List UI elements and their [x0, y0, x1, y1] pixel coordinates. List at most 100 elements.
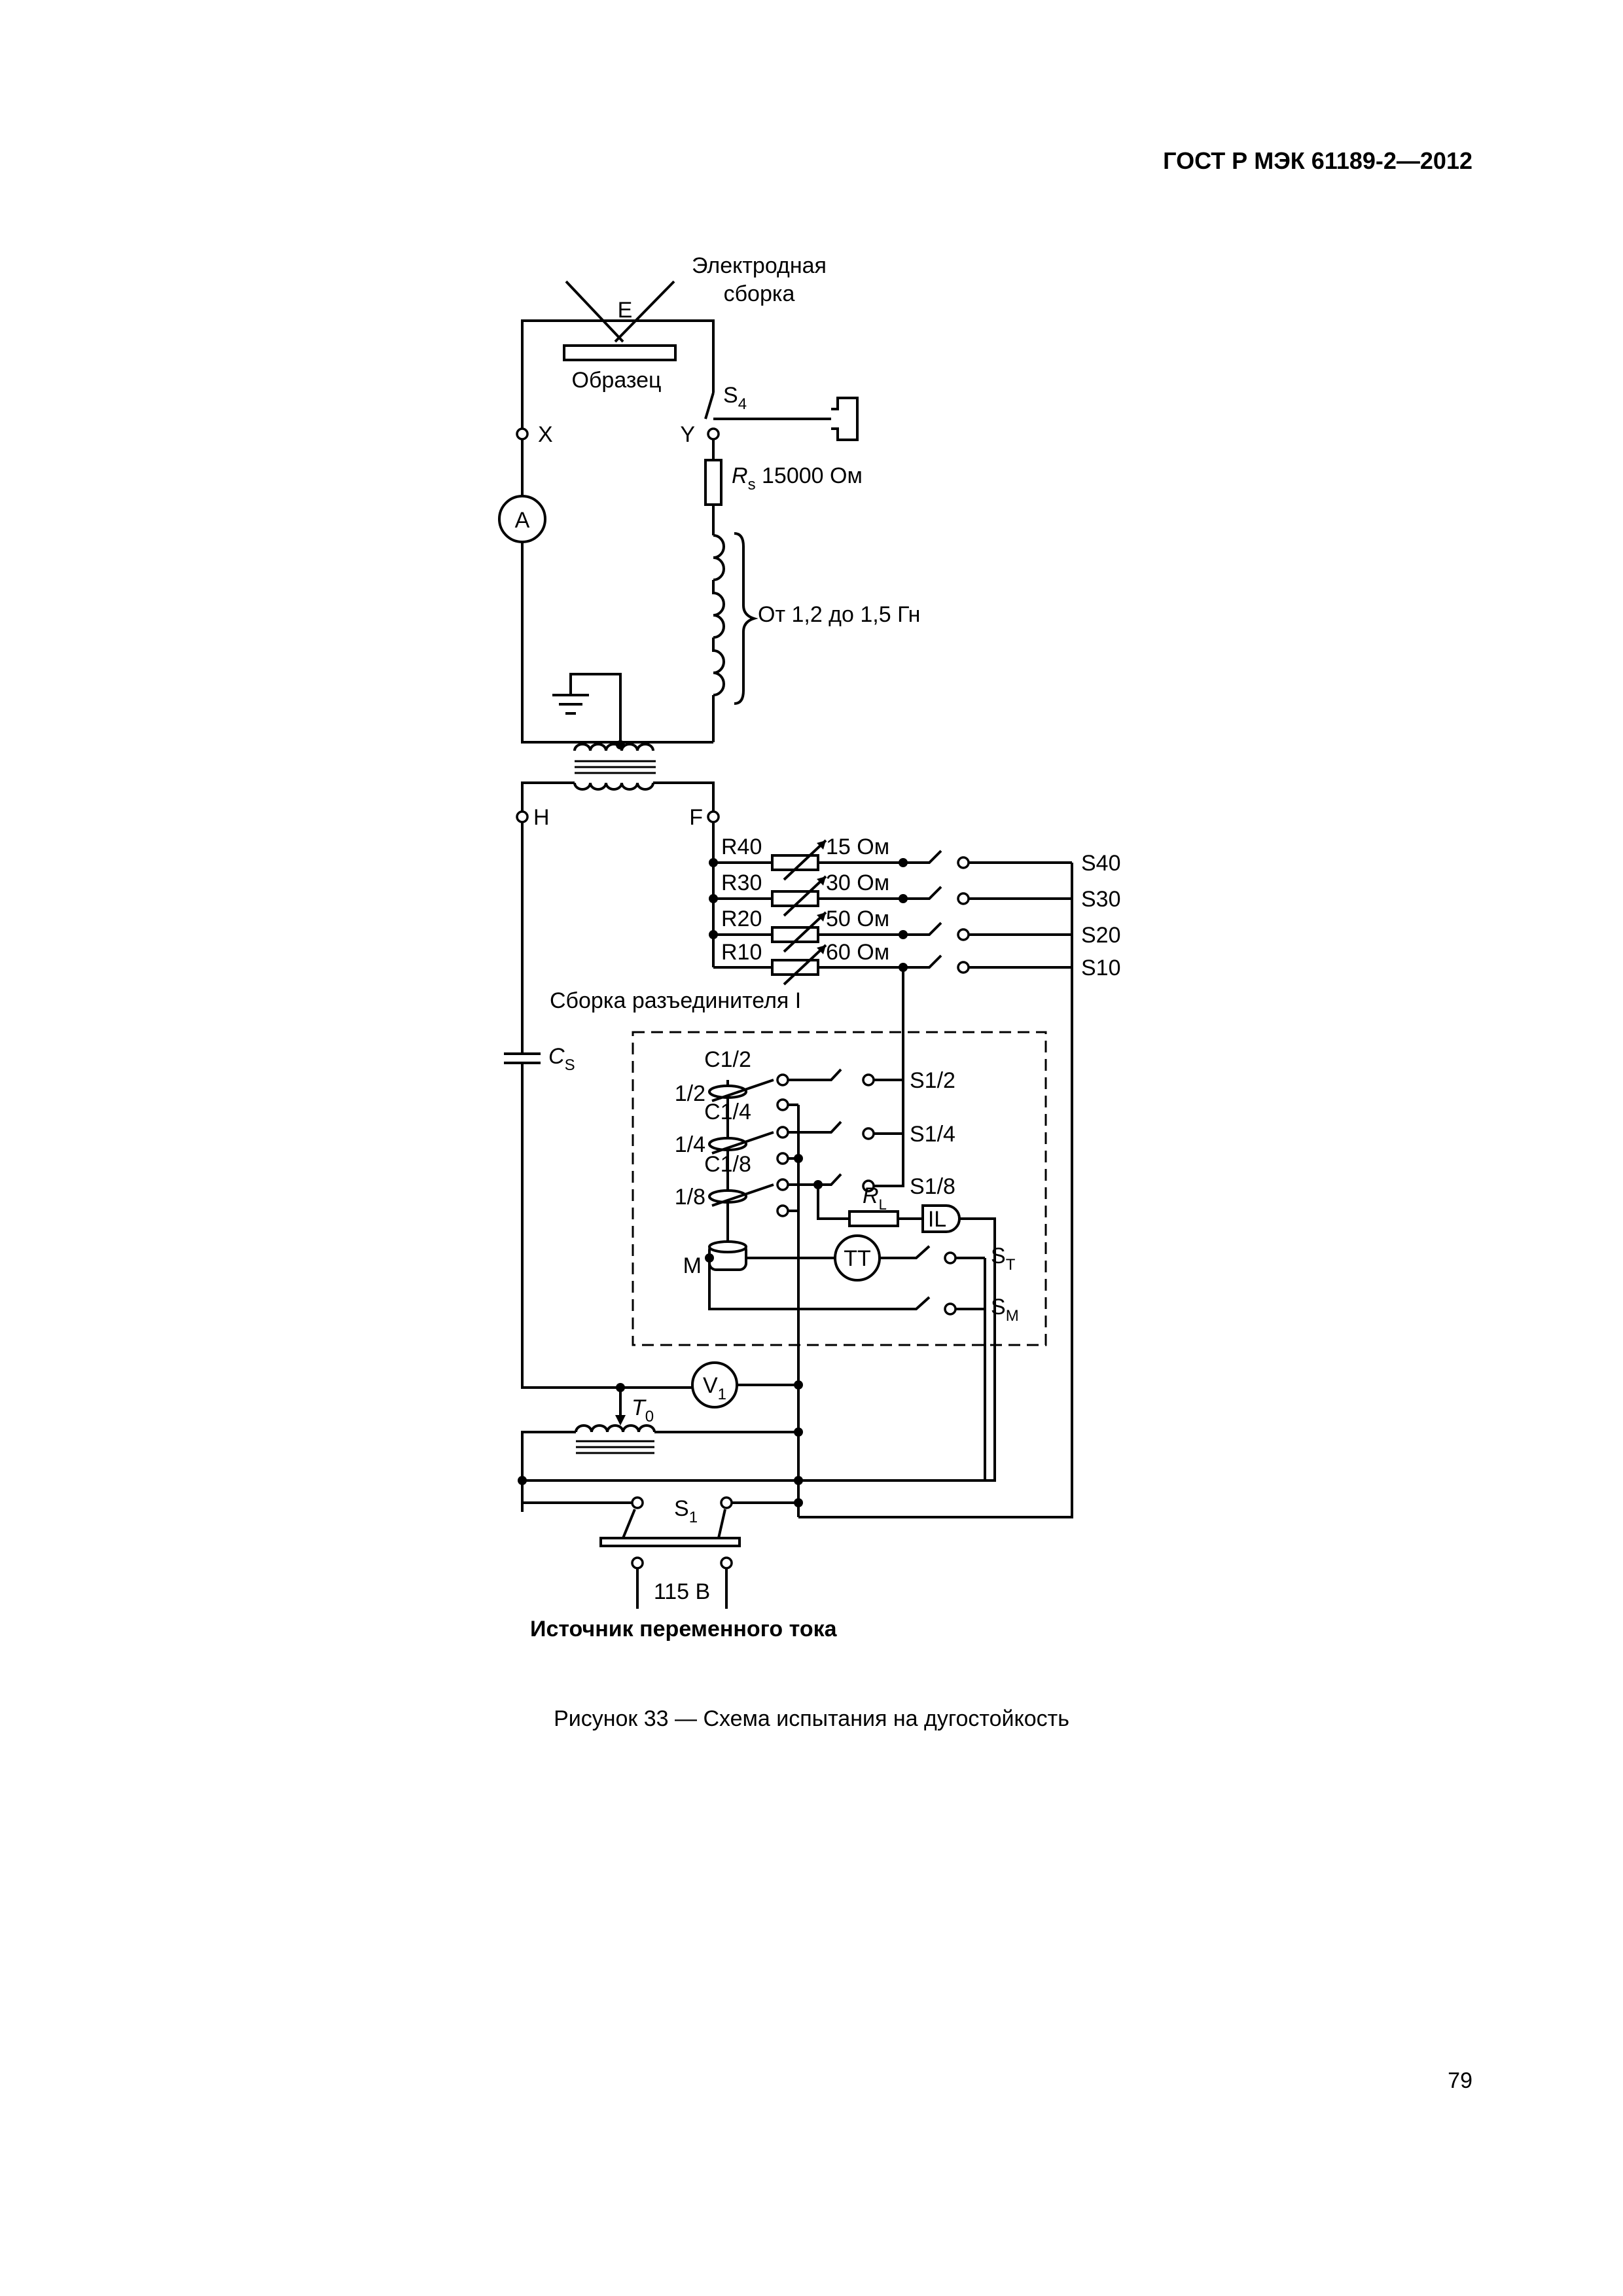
timer-label: TT — [844, 1246, 871, 1271]
switch-s1-blade — [622, 1509, 636, 1539]
voltmeter-label: V1 — [703, 1373, 726, 1403]
c18-label: C1/8 — [704, 1152, 751, 1177]
cam-c12-follower — [711, 1079, 774, 1102]
wire — [653, 781, 715, 812]
r20-value: 50 Ом — [826, 906, 889, 931]
r40-label: R40 — [721, 834, 762, 859]
switch-s20-blade — [818, 922, 942, 936]
switch-s20-contact — [957, 928, 970, 941]
wire — [521, 319, 654, 429]
electrode-label: E — [618, 298, 633, 323]
electrode-right — [614, 280, 675, 343]
switch-st-contact — [944, 1251, 957, 1265]
switch-s12-blade — [788, 1068, 842, 1081]
transformer-t0-arrow — [615, 1415, 626, 1426]
contact — [776, 1178, 789, 1191]
wire — [521, 1431, 576, 1512]
r30-value: 30 Ом — [826, 870, 889, 895]
terminal-f — [707, 810, 720, 823]
junction — [709, 858, 718, 867]
switch-s1-contact-left — [631, 1496, 644, 1509]
switch-s40-contact — [957, 856, 970, 869]
contact — [776, 1204, 789, 1217]
wire — [569, 673, 622, 742]
ground-plug — [831, 397, 859, 441]
inductance-label: От 1,2 до 1,5 Гн — [758, 602, 920, 627]
junction — [899, 930, 908, 939]
wire — [817, 1185, 849, 1220]
switch-s1-label: S1 — [674, 1496, 698, 1526]
junction — [616, 1383, 625, 1392]
electrode-left — [565, 280, 624, 343]
contact — [776, 1126, 789, 1139]
switch-s1-contact-right — [720, 1496, 733, 1509]
wire — [521, 1501, 632, 1512]
inductor — [712, 534, 725, 696]
switch-s30-contact — [957, 892, 970, 905]
r40-value: 15 Ом — [826, 834, 889, 859]
switch-sm-blade — [708, 1258, 931, 1310]
cam-c14-follower — [711, 1131, 774, 1155]
transformer-t0 — [575, 1424, 656, 1454]
s20-label: S20 — [1081, 923, 1121, 948]
transformer-t0-label: T0 — [632, 1395, 654, 1426]
motor-label: M — [683, 1253, 702, 1278]
r10-label: R10 — [721, 940, 762, 965]
junction — [705, 1253, 714, 1263]
terminal-h-label: H — [533, 805, 550, 830]
terminal-x — [516, 427, 529, 440]
terminal-y — [707, 427, 720, 440]
junction — [709, 930, 718, 939]
wire — [521, 1063, 692, 1389]
r30-label: R30 — [721, 870, 762, 895]
switch-s18-contact — [862, 1179, 875, 1193]
switch-s1-blade — [717, 1509, 726, 1539]
cam14-label: 1/4 — [675, 1132, 705, 1157]
variable-arrow — [817, 912, 826, 922]
wire — [521, 781, 575, 812]
electrode-assembly-label-2: сборка — [724, 281, 795, 306]
cam-c12 — [708, 1085, 747, 1099]
page-number: 79 — [1448, 2068, 1472, 2093]
electrode-assembly: Электродная сборка E Образец — [563, 253, 827, 393]
switch-sm-contact — [944, 1302, 957, 1316]
switch-s18-blade — [788, 1173, 842, 1186]
interrupter-assembly-label: Сборка разъединителя I — [550, 988, 801, 1013]
cam18-label: 1/8 — [675, 1185, 705, 1210]
s18-label: S1/8 — [910, 1174, 955, 1199]
variable-arrow — [783, 875, 827, 917]
switch-s30-blade — [818, 886, 942, 900]
ammeter-label: A — [515, 508, 530, 533]
cam-c18 — [708, 1189, 747, 1204]
contact — [776, 1073, 789, 1086]
terminal-y-label: Y — [680, 422, 695, 447]
terminal-f-label: F — [689, 805, 703, 830]
switch-s4-label: S4 — [723, 383, 747, 413]
resistor-rl-label: RL — [863, 1183, 887, 1213]
hv-transformer — [573, 740, 656, 791]
s40-label: S40 — [1081, 851, 1121, 876]
c12-label: C1/2 — [704, 1047, 751, 1072]
contact — [776, 1152, 789, 1165]
switch-s4-blade — [704, 392, 715, 420]
junction — [709, 894, 718, 903]
switch-st-label: ST — [991, 1244, 1016, 1274]
junction — [794, 1380, 803, 1390]
wire — [654, 319, 715, 393]
r20-label: R20 — [721, 906, 762, 931]
variable-arrow — [783, 911, 827, 953]
terminal-x-label: X — [538, 422, 553, 447]
s10-label: S10 — [1081, 956, 1121, 980]
variable-arrow — [817, 840, 826, 850]
indicator-lamp — [921, 1204, 961, 1233]
switch-sm-label: SM — [991, 1295, 1019, 1325]
capacitor-cs-label: CS — [548, 1044, 575, 1074]
switch-st-blade — [880, 1245, 931, 1259]
cam-c18-follower — [711, 1183, 774, 1207]
variable-arrow — [783, 839, 827, 881]
ac-source-label: Источник переменного тока — [530, 1617, 838, 1641]
resistor-rs-label: Rs 15000 Ом — [732, 463, 863, 493]
resistor-rs — [704, 459, 722, 506]
inductance-brace — [734, 532, 758, 705]
